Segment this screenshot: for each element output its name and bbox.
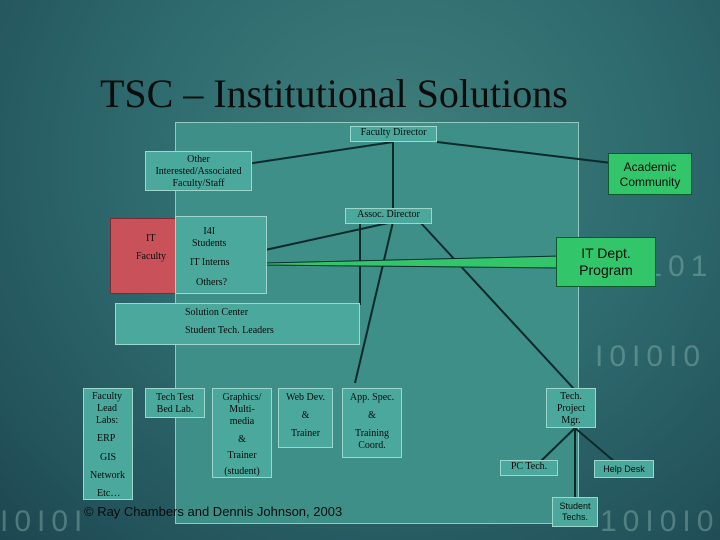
faculty-label: Faculty: [136, 251, 166, 262]
tech-test-bed-box: Tech Test Bed Lab.: [145, 388, 205, 418]
others-label: Others?: [196, 277, 228, 288]
web-dev-line: &: [301, 410, 310, 421]
pc-tech-label: PC Tech.: [510, 461, 548, 472]
faculty-lead-labs-box: [83, 388, 133, 500]
student-techs-line: Techs.: [561, 512, 588, 522]
copyright-text: © Ray Chambers and Dennis Johnson, 2003: [84, 504, 343, 519]
faculty-lead-labs-label: Faculty Lead Labs:: [92, 391, 122, 427]
graphics-line: media: [229, 416, 255, 427]
faculty-lead-labs-line: Labs:: [95, 415, 119, 426]
academic-community-line: Community: [619, 175, 681, 189]
assoc-director-label: Assoc. Director: [357, 209, 420, 220]
faculty-lead-labs-line: Lead: [97, 403, 117, 414]
student-techs-box: Student Techs.: [552, 497, 598, 527]
tech-test-bed-line: Tech Test: [155, 392, 195, 403]
gis-label: GIS: [100, 452, 117, 463]
i4i-line: I4I: [203, 226, 216, 237]
assoc-director-box: Assoc. Director: [345, 208, 432, 224]
faculty-lead-labs-line: Faculty: [92, 391, 122, 402]
graphics-line: &: [238, 434, 246, 445]
etc-label: Etc…: [97, 488, 121, 499]
app-spec-line: Training: [354, 428, 390, 439]
web-dev-line: Web Dev.: [285, 392, 326, 403]
app-spec-line: &: [368, 410, 376, 421]
graphics-line: Multi-: [229, 404, 255, 415]
i4i-label: I4I Students: [192, 226, 226, 250]
tech-project-mgr-box: Tech. Project Mgr.: [546, 388, 596, 428]
app-spec-line: App. Spec.: [349, 392, 395, 403]
solution-center-box: [115, 303, 360, 345]
help-desk-box: Help Desk: [594, 460, 654, 478]
background-digits: 10I0I0: [600, 505, 720, 538]
it-label: IT: [146, 233, 156, 244]
network-label: Network: [90, 470, 125, 481]
it-dept-program-box: IT Dept. Program: [556, 237, 656, 287]
graphics-line: Trainer: [227, 450, 257, 461]
i4i-line: Students: [192, 238, 227, 249]
student-tech-leaders-label: Student Tech. Leaders: [185, 325, 274, 336]
erp-label: ERP: [97, 433, 116, 444]
academic-community-line: Academic: [623, 160, 677, 174]
pc-tech-box: PC Tech.: [500, 460, 558, 476]
graphics-box: Graphics/ Multi- media & Trainer (studen…: [212, 388, 272, 478]
web-dev-box: Web Dev. & Trainer: [278, 388, 333, 448]
graphics-line: Graphics/: [222, 392, 262, 403]
tech-project-mgr-line: Project: [556, 403, 586, 414]
background-digits: I0I0I: [0, 505, 89, 538]
app-spec-box: App. Spec. & Training Coord.: [342, 388, 402, 458]
faculty-director-label: Faculty Director: [360, 127, 427, 138]
it-dept-program-line: Program: [579, 262, 633, 278]
other-interested-box: Other Interested/Associated Faculty/Staf…: [145, 151, 252, 191]
it-interns-label: IT Interns: [190, 257, 230, 268]
slide-title: TSC – Institutional Solutions: [100, 71, 568, 116]
other-interested-line: Faculty/Staff: [172, 178, 225, 189]
it-program-connector: [264, 255, 561, 269]
other-interested-line: Interested/Associated: [155, 166, 242, 177]
i4i-interns-box: [175, 216, 267, 294]
academic-community-box: Academic Community: [608, 153, 692, 195]
it-dept-program-line: IT Dept.: [581, 245, 631, 261]
graphics-line: (student): [224, 466, 260, 477]
web-dev-line: Trainer: [290, 428, 321, 439]
student-techs-line: Student: [559, 501, 591, 511]
app-spec-line: Coord.: [358, 440, 386, 451]
other-interested-line: Other: [187, 154, 210, 165]
solution-center-label: Solution Center: [185, 307, 249, 318]
tech-project-mgr-line: Mgr.: [561, 415, 581, 426]
faculty-director-box: Faculty Director: [350, 126, 437, 142]
tech-test-bed-line: Bed Lab.: [156, 404, 194, 415]
help-desk-label: Help Desk: [603, 464, 645, 474]
background-digits: I0I0I0: [595, 340, 707, 373]
tech-project-mgr-line: Tech.: [560, 391, 582, 402]
